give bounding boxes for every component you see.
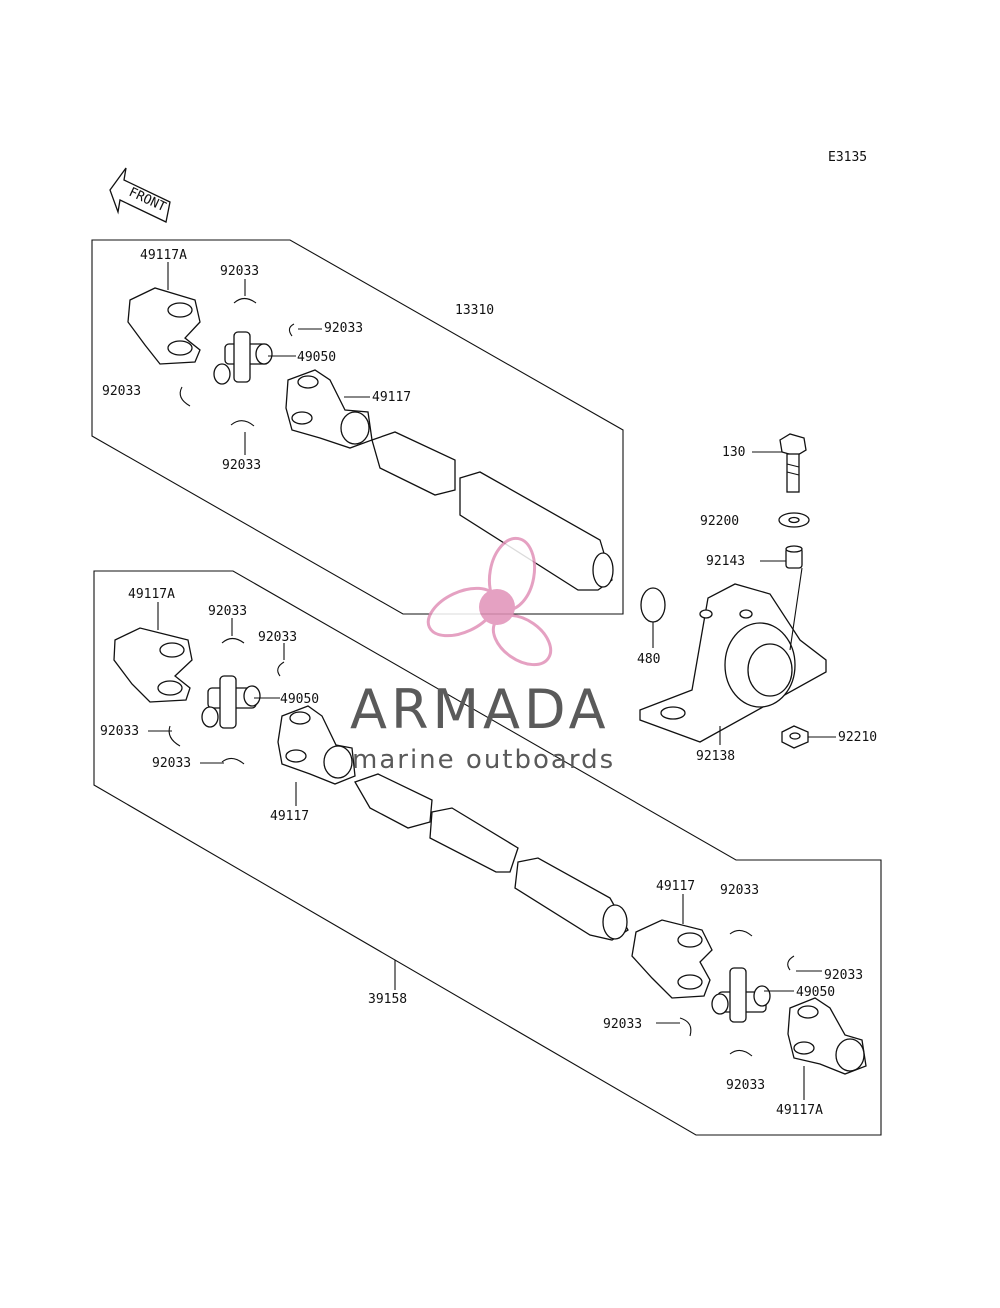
lower-yoke-a-front xyxy=(113,627,193,703)
upper-assembly-callout: 13310 xyxy=(455,303,494,318)
ring-label: 480 xyxy=(637,652,660,667)
lower-cross-label-front: 49050 xyxy=(280,692,319,707)
upper-yoke xyxy=(285,369,373,449)
upper-assembly-box xyxy=(91,239,624,615)
lower-clip-label-4: 92033 xyxy=(152,756,191,771)
lower-yoke-front xyxy=(277,705,356,785)
upper-shaft xyxy=(371,431,614,591)
housing-label: 92138 xyxy=(696,749,735,764)
lower-yoke-rear xyxy=(631,919,713,999)
lower-cross-joint-rear xyxy=(711,967,771,1023)
lower-clip-6-icon xyxy=(787,955,795,971)
lower-clip-4-icon xyxy=(221,757,245,765)
upper-clip-1-icon xyxy=(233,297,257,304)
upper-clip-label-4: 92033 xyxy=(222,458,261,473)
upper-yoke-label: 49117 xyxy=(372,390,411,405)
collar-label: 92143 xyxy=(706,554,745,569)
diagram-code: E3135 xyxy=(828,150,867,165)
upper-clip-label-3: 92033 xyxy=(102,384,141,399)
lower-cross-label-rear: 49050 xyxy=(796,985,835,1000)
upper-cross-joint xyxy=(213,331,273,385)
lower-clip-1-icon xyxy=(221,637,245,644)
lower-clip-2-icon xyxy=(277,661,285,677)
bolt xyxy=(779,433,807,493)
lower-clip-label-1: 92033 xyxy=(208,604,247,619)
snap-ring xyxy=(640,587,666,623)
washer-label: 92200 xyxy=(700,514,739,529)
upper-clip-4-icon xyxy=(230,420,255,427)
bearing-housing xyxy=(639,583,827,743)
lower-assembly-box xyxy=(93,570,882,1136)
upper-yoke-a-label: 49117A xyxy=(140,248,187,263)
lower-clip-7-icon xyxy=(679,1017,692,1037)
lower-clip-3-icon xyxy=(168,725,181,747)
lower-clip-8-icon xyxy=(729,1049,753,1057)
lower-assembly-callout: 39158 xyxy=(368,992,407,1007)
lower-clip-label-6: 92033 xyxy=(824,968,863,983)
lower-yoke-a-rear xyxy=(787,997,867,1075)
lower-clip-5-icon xyxy=(729,929,753,937)
front-arrow-icon: FRONT xyxy=(109,167,171,223)
upper-clip-3-icon xyxy=(179,386,191,407)
lower-yoke-a-label-rear: 49117A xyxy=(776,1103,823,1118)
watermark-title: ARMADA xyxy=(350,678,610,741)
bolt-label: 130 xyxy=(722,445,745,460)
upper-clip-2-icon xyxy=(288,323,295,337)
lower-cross-joint-front xyxy=(201,675,261,729)
lower-clip-label-8: 92033 xyxy=(726,1078,765,1093)
nut-label: 92210 xyxy=(838,730,877,745)
lower-yoke-a-label-front: 49117A xyxy=(128,587,175,602)
lower-clip-label-7: 92033 xyxy=(603,1017,642,1032)
lower-yoke-label-front: 49117 xyxy=(270,809,309,824)
lower-clip-label-2: 92033 xyxy=(258,630,297,645)
upper-cross-label: 49050 xyxy=(297,350,336,365)
lower-clip-label-5: 92033 xyxy=(720,883,759,898)
upper-yoke-a xyxy=(127,287,201,365)
lower-shaft xyxy=(354,773,629,941)
upper-clip-label-1: 92033 xyxy=(220,264,259,279)
lower-clip-label-3: 92033 xyxy=(100,724,139,739)
upper-clip-label-2: 92033 xyxy=(324,321,363,336)
lower-yoke-label-rear: 49117 xyxy=(656,879,695,894)
watermark-subtitle: marine outboards xyxy=(352,745,615,775)
collar xyxy=(785,545,803,569)
watermark-logo-icon xyxy=(426,536,553,667)
